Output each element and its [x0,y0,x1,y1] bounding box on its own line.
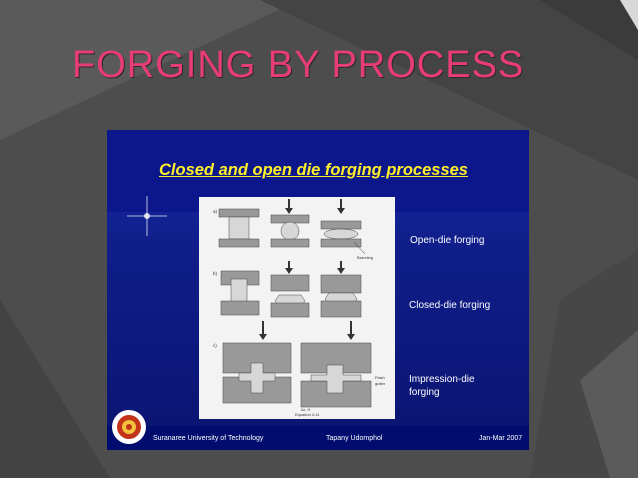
forging-diagram: a) Barreling b) [199,197,395,419]
open-die-label: Open-die forging [410,235,485,246]
footer-date: Jan-Mar 2007 [479,435,523,442]
sparkle-icon [127,196,167,236]
gutter-label: gutter [375,381,386,386]
closed-die-label: Closed-die forging [409,300,491,311]
figure-label-a: a) [213,209,218,214]
figure-label-c: c) [213,343,217,348]
impression-die-label: Impression-die forging [409,374,475,398]
page-title: FORGING BY PROCESS [72,44,525,86]
footer-university: Suranaree University of Technology [153,435,264,442]
flash-label: Flash [375,375,385,380]
footer-author: Tapany Udomphol [326,435,383,442]
slide-image: Closed and open die forging processes a)… [107,130,529,450]
ah-label: Aₕ, H [301,407,311,412]
slide-footer: Suranaree University of Technology Tapan… [107,426,529,450]
equation-label: Equation 4-11 [295,412,320,417]
figure-label-b: b) [213,271,218,276]
slide-heading: Closed and open die forging processes [159,161,468,179]
university-logo-icon [112,410,146,444]
barreling-label: Barreling [357,255,373,260]
